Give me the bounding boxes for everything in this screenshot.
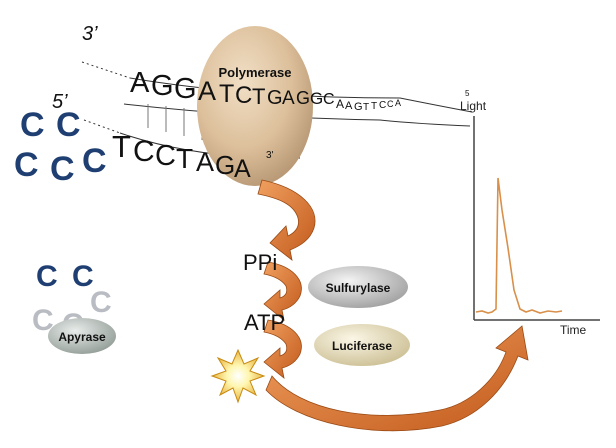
nucleotide-c: C (50, 150, 75, 188)
luciferase-label: Luciferase (332, 339, 392, 353)
atp-label: ATP (244, 310, 285, 335)
template-base: T (363, 102, 369, 113)
apyrase-group: C C C C C Apyrase (32, 260, 116, 354)
nucleotide-c: C (82, 142, 107, 180)
synth-base: C (133, 135, 155, 168)
reaction-arrows (257, 179, 529, 432)
synth-base: A (196, 147, 214, 177)
polymerase-label: Polymerase (219, 65, 292, 80)
faded-nucleotide-c: C (32, 304, 54, 337)
synth-base: A (234, 155, 251, 183)
template-base: A (130, 67, 150, 99)
template-base: T (219, 80, 234, 108)
template-base: C (379, 100, 386, 111)
template-base: G (267, 87, 283, 109)
template-base: A (282, 88, 295, 109)
template-base: T (371, 101, 377, 112)
apyrase-label: Apyrase (58, 330, 106, 344)
nucleotide-c: C (36, 260, 58, 293)
polymerase-enzyme (197, 26, 313, 186)
template-base: G (310, 89, 323, 108)
luciferase-enzyme (314, 324, 410, 366)
template-base: C (387, 99, 394, 109)
template-base: A (198, 76, 216, 106)
synth-base: T (112, 129, 131, 164)
synthesized-strand: T C C T A G A (112, 129, 251, 183)
light-signal-plot: Light Time (460, 99, 600, 337)
three-prime-label: 3’ (82, 23, 98, 45)
template-base: C (323, 91, 335, 108)
template-base: G (174, 73, 197, 105)
signal-trace (475, 177, 563, 314)
sulfurylase-label: Sulfurylase (326, 281, 391, 295)
nucleotide-c: C (56, 106, 81, 144)
ppi-label: PPi (243, 250, 277, 275)
template-base: A (395, 98, 401, 108)
plot-x-label: Time (560, 323, 587, 337)
synth-base: T (176, 143, 193, 174)
nucleotide-c: C (72, 260, 94, 293)
faded-nucleotide-c: C (90, 286, 112, 319)
nucleotide-c: C (14, 146, 39, 184)
plot-y-label: Light (460, 99, 487, 113)
template-base: G (151, 70, 174, 102)
star-burst-icon (210, 348, 266, 404)
synth-base: G (215, 150, 235, 180)
template-base: G (296, 88, 310, 108)
template-base: C (235, 82, 252, 109)
sulfurylase-enzyme (308, 266, 408, 308)
synth-base: C (155, 140, 176, 172)
template-base: A (345, 100, 353, 112)
template-base: A (336, 97, 344, 111)
three-prime-inner-label: 3' (266, 150, 274, 161)
apyrase-enzyme (48, 318, 116, 354)
nucleotide-c: C (20, 106, 45, 144)
template-strand: A G G A T C T G A G G C A A G T T C C A (130, 67, 401, 113)
five-prime-label: 5’ (52, 91, 68, 113)
template-base: T (252, 84, 265, 109)
five-prime-end-label: 5 (465, 89, 470, 98)
free-nucleotides: C C C C C (14, 106, 107, 188)
template-base: G (354, 101, 363, 113)
